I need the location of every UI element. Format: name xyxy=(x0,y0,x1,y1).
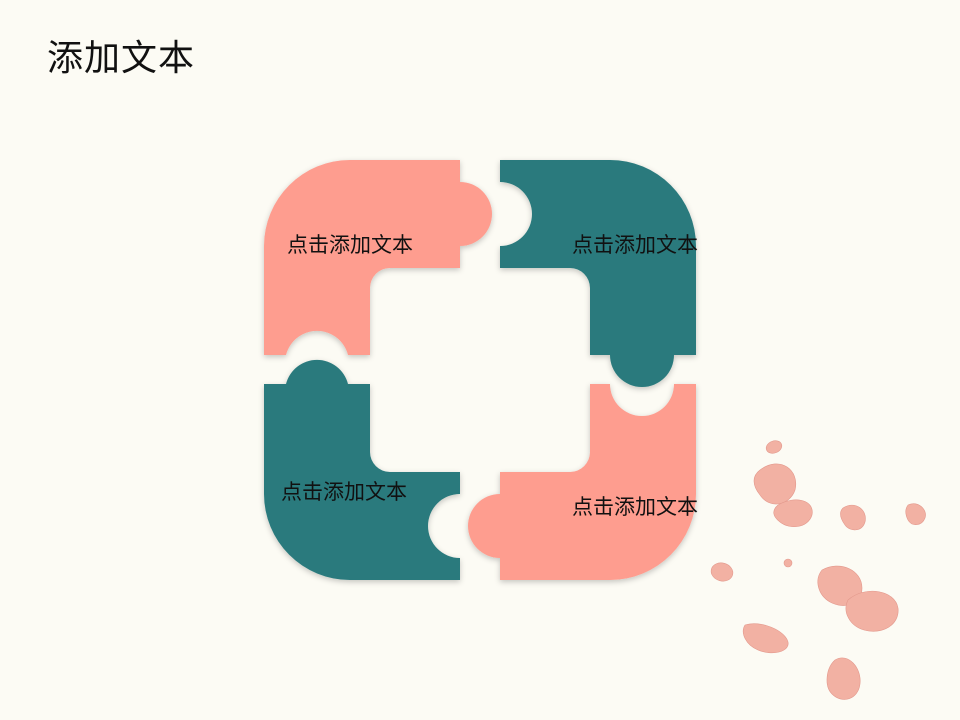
petal xyxy=(710,562,734,582)
piece-label-top-right: 点击添加文本 xyxy=(572,233,698,257)
piece-label-bottom-left: 点击添加文本 xyxy=(281,480,407,504)
puzzle-piece-bottom-left xyxy=(264,359,460,580)
petal xyxy=(826,657,861,700)
slide-title: 添加文本 xyxy=(47,38,196,79)
petal xyxy=(742,623,789,654)
puzzle-piece-top-right xyxy=(500,160,696,387)
petal xyxy=(845,590,899,632)
petal xyxy=(783,558,793,568)
petal xyxy=(905,503,926,525)
petal xyxy=(773,499,813,528)
petal xyxy=(840,504,866,531)
piece-label-top-left: 点击添加文本 xyxy=(287,233,413,257)
petal xyxy=(753,463,797,505)
puzzle-piece-top-left xyxy=(264,160,492,355)
puzzle-piece-bottom-right xyxy=(468,384,696,580)
petal xyxy=(765,440,783,454)
piece-label-bottom-right: 点击添加文本 xyxy=(572,495,698,519)
